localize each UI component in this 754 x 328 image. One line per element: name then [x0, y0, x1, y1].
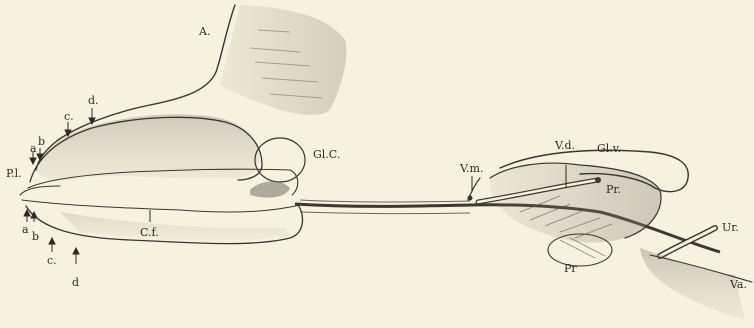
label-a-top: a: [30, 142, 37, 155]
label-c-bottom: c.: [47, 254, 57, 267]
label-Glv: Gl.v.: [597, 142, 621, 155]
label-Ur: Ur.: [722, 221, 739, 234]
label-A: A.: [198, 25, 210, 38]
label-Pr-lower: Pr: [564, 262, 577, 275]
label-Vm: V.m.: [459, 162, 483, 175]
label-GlC: Gl.C.: [313, 148, 340, 161]
label-Vd: V.d.: [554, 139, 575, 152]
label-Pl: P.l.: [6, 167, 22, 180]
prostate-complex: [478, 150, 688, 266]
label-b-bottom: b: [32, 230, 39, 243]
label-d-bottom: d: [72, 276, 79, 289]
vm-duct: [468, 178, 481, 201]
label-b-top: b: [38, 135, 45, 148]
label-c-top: c.: [64, 110, 74, 123]
label-a-bottom: a: [22, 223, 29, 236]
ureter: [660, 228, 715, 256]
label-Va: Va.: [729, 278, 747, 291]
label-Cf: C.f.: [140, 226, 159, 239]
label-Pr-upper: Pr.: [606, 183, 621, 196]
penis-body: [20, 114, 303, 243]
label-d-top: d.: [88, 94, 99, 107]
